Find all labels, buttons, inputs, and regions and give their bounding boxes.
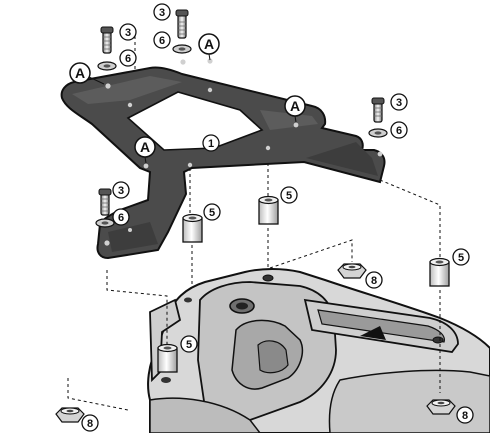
marker-a-left: A — [69, 62, 91, 84]
callout-3-top-left: 3 — [119, 23, 137, 41]
bolt-top-center — [175, 9, 189, 39]
callout-label: 3 — [118, 185, 124, 197]
washer-left-lower — [95, 218, 115, 228]
callout-6-top-left: 6 — [119, 49, 137, 67]
callout-label: 5 — [209, 207, 215, 219]
bolt-left-lower — [98, 188, 112, 216]
marker-a-center: A — [134, 136, 156, 158]
callout-5-a: 5 — [203, 203, 221, 221]
callout-label: 6 — [396, 125, 402, 137]
callout-5-d: 5 — [180, 335, 198, 353]
spacer-b — [258, 195, 279, 225]
callout-label: 3 — [396, 97, 402, 109]
callout-3-left-lower: 3 — [112, 181, 130, 199]
callout-label: 5 — [286, 190, 292, 202]
nut-right — [426, 399, 456, 415]
mounting-plate — [60, 58, 386, 260]
callout-6-right: 6 — [390, 121, 408, 139]
spacer-d — [157, 343, 178, 373]
callout-label: 3 — [125, 27, 131, 39]
callout-label: 3 — [159, 7, 165, 19]
nut-center — [337, 263, 367, 279]
nut-left — [55, 407, 85, 423]
callout-3-top-center: 3 — [153, 3, 171, 21]
bolt-top-left — [100, 26, 114, 54]
motorcycle-rear-rack — [147, 268, 490, 433]
marker-label: A — [140, 139, 150, 155]
callout-8-right: 8 — [456, 406, 474, 424]
callout-label: 8 — [87, 418, 93, 430]
callout-label: 1 — [208, 138, 214, 150]
callout-1: 1 — [202, 134, 220, 152]
marker-a-top: A — [198, 33, 220, 55]
callout-label: 6 — [159, 35, 165, 47]
callout-label: 6 — [125, 53, 131, 65]
callout-8-left: 8 — [81, 414, 99, 432]
marker-leaders — [88, 53, 297, 164]
callout-5-b: 5 — [280, 186, 298, 204]
marker-label: A — [204, 36, 214, 52]
callout-3-right: 3 — [390, 93, 408, 111]
washer-top-left — [97, 61, 117, 71]
callout-label: 6 — [118, 212, 124, 224]
callout-8-center: 8 — [365, 271, 383, 289]
callout-6-left-lower: 6 — [112, 208, 130, 226]
spacer-a — [182, 213, 203, 243]
marker-label: A — [290, 98, 300, 114]
callout-label: 8 — [462, 410, 468, 422]
callout-label: 5 — [458, 252, 464, 264]
callout-label: 5 — [186, 339, 192, 351]
washer-top-center — [172, 44, 192, 54]
callout-5-c: 5 — [452, 248, 470, 266]
spacer-c — [429, 257, 450, 287]
marker-a-right: A — [284, 95, 306, 117]
callout-6-top-center: 6 — [153, 31, 171, 49]
washer-right — [368, 128, 388, 138]
callout-label: 8 — [371, 275, 377, 287]
bolt-right — [371, 97, 385, 123]
marker-label: A — [75, 65, 85, 81]
